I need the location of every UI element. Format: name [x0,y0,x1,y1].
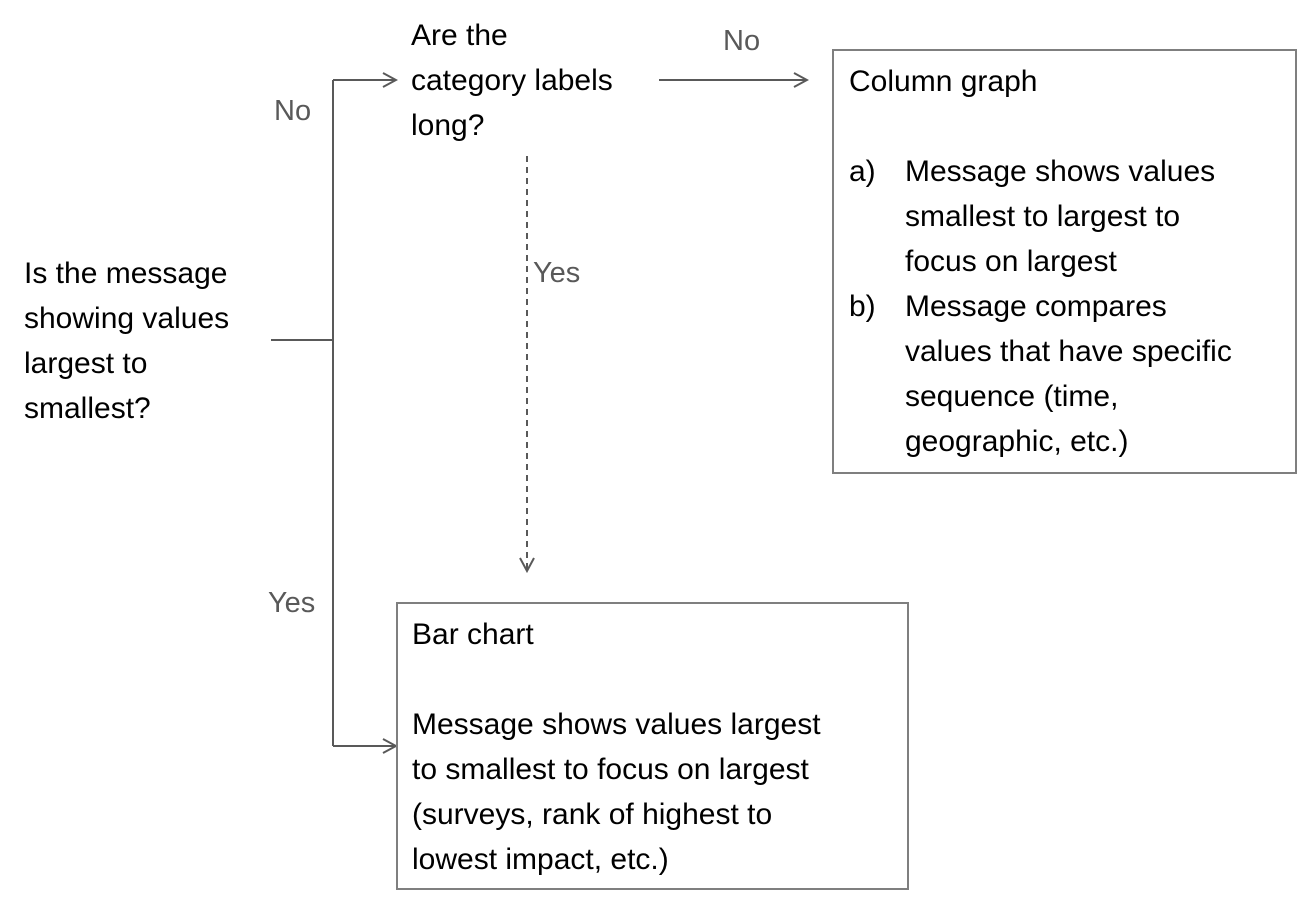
description-line: lowest impact, etc.) [412,843,669,876]
edge-label-labels-yes: Yes [533,257,581,289]
description-line: (surveys, rank of highest to [412,798,773,831]
edge-label-main-no: No [274,95,312,127]
list-marker: b) [849,290,876,323]
main-question: Is the message showing values largest to… [24,251,229,431]
list-item-line: smallest to largest to [905,200,1181,233]
list-item-line: sequence (time, [905,380,1119,413]
list-item-line: Message shows values [905,155,1216,188]
column-graph-box: Column graph a) Message shows values sma… [832,49,1297,474]
description-line: to smallest to focus on largest [412,753,809,786]
main-question-line: showing values [24,302,230,335]
bar-chart-box: Bar chart Message shows values largest t… [396,602,909,890]
labels-question: Are the category labels long? [411,13,613,148]
column-graph-criterion-a: a) Message shows values smallest to larg… [849,149,1232,284]
edge-label-labels-no: No [723,25,761,57]
description-line: Message shows values largest [412,708,821,741]
labels-question-line: long? [411,109,485,142]
labels-question-line: Are the [411,19,508,52]
labels-question-line: category labels [411,64,613,97]
list-item-text: Message shows values smallest to largest… [905,149,1232,284]
list-item-line: Message compares [905,290,1167,323]
column-graph-criteria-list: a) Message shows values smallest to larg… [849,149,1232,464]
column-graph-title: Column graph [849,65,1038,98]
bar-chart-title: Bar chart [412,618,534,651]
list-item-line: values that have specific [905,335,1232,368]
column-graph-criterion-b: b) Message compares values that have spe… [849,284,1232,464]
bar-chart-description: Message shows values largest to smallest… [412,702,821,882]
edge-label-main-yes: Yes [268,587,316,619]
list-marker: a) [849,155,876,188]
list-item-text: Message compares values that have specif… [905,284,1232,464]
main-question-line: smallest? [24,392,151,425]
main-question-line: largest to [24,347,148,380]
list-item-line: focus on largest [905,245,1117,278]
list-item-line: geographic, etc.) [905,425,1129,458]
main-question-line: Is the message [24,257,228,290]
